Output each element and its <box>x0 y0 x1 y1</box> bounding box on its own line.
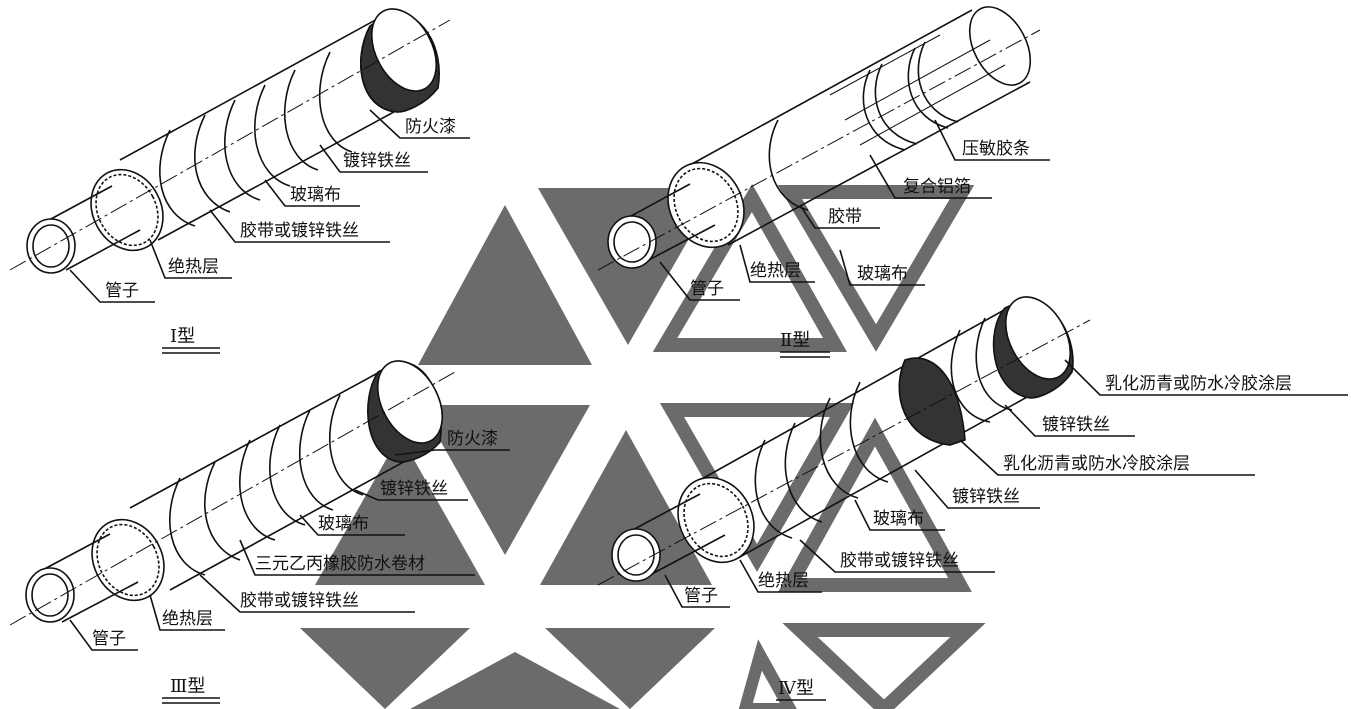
label-asphalt-inner: 乳化沥青或防水冷胶涂层 <box>1003 454 1190 474</box>
labels-type-iii: 防火漆 镀锌铁丝 玻璃布 三元乙丙橡胶防水卷材 胶带或镀锌铁丝 绝热层 管子 Ⅲ… <box>92 429 498 697</box>
label-galv-wire: 镀锌铁丝 <box>380 479 448 499</box>
label-glass-cloth: 玻璃布 <box>318 514 369 534</box>
pipe-type-iv <box>597 296 1348 701</box>
title-type-ii: Ⅱ型 <box>780 330 810 351</box>
label-pipe: 管子 <box>684 586 718 606</box>
label-galv-wire: 镀锌铁丝 <box>343 151 411 171</box>
labels-type-i: 防火漆 镀锌铁丝 玻璃布 胶带或镀锌铁丝 绝热层 管子 Ⅰ型 <box>105 117 456 347</box>
label-glass-cloth: 玻璃布 <box>873 509 924 529</box>
label-insulation: 绝热层 <box>168 257 219 277</box>
label-insulation: 绝热层 <box>758 571 809 591</box>
label-galv-wire-inner: 镀锌铁丝 <box>952 487 1020 507</box>
pipe-type-ii <box>597 6 1050 358</box>
label-pipe: 管子 <box>105 281 139 301</box>
label-pipe: 管子 <box>690 279 724 299</box>
labels-type-ii: 压敏胶条 复合铝箔 胶带 玻璃布 绝热层 管子 Ⅱ型 <box>690 139 1030 351</box>
label-galv-wire-outer: 镀锌铁丝 <box>1042 415 1110 435</box>
label-asphalt-outer: 乳化沥青或防水冷胶涂层 <box>1105 374 1292 394</box>
labels-type-iv: 乳化沥青或防水冷胶涂层 镀锌铁丝 乳化沥青或防水冷胶涂层 镀锌铁丝 玻璃布 胶带… <box>684 374 1292 699</box>
label-pipe: 管子 <box>92 629 126 649</box>
label-fire-paint: 防火漆 <box>405 117 456 137</box>
pipe-type-iii <box>9 360 510 704</box>
title-type-iii: Ⅲ型 <box>170 676 205 697</box>
label-glass-cloth: 玻璃布 <box>290 185 341 205</box>
label-insulation: 绝热层 <box>162 609 213 629</box>
label-tape-or-wire: 胶带或镀锌铁丝 <box>240 221 359 241</box>
title-type-i: Ⅰ型 <box>170 326 195 347</box>
label-fire-paint: 防火漆 <box>447 429 498 449</box>
label-pressure-strip: 压敏胶条 <box>962 139 1030 159</box>
label-tape: 胶带 <box>828 207 862 227</box>
label-glass-cloth: 玻璃布 <box>857 264 908 284</box>
title-type-iv: Ⅳ型 <box>778 678 814 699</box>
label-alu-foil: 复合铝箔 <box>903 177 971 197</box>
label-tape-or-wire: 胶带或镀锌铁丝 <box>840 551 959 571</box>
label-insulation: 绝热层 <box>750 261 801 281</box>
pipe-type-i <box>9 8 470 354</box>
label-epdm: 三元乙丙橡胶防水卷材 <box>255 554 425 574</box>
label-tape-or-wire: 胶带或镀锌铁丝 <box>240 591 359 611</box>
